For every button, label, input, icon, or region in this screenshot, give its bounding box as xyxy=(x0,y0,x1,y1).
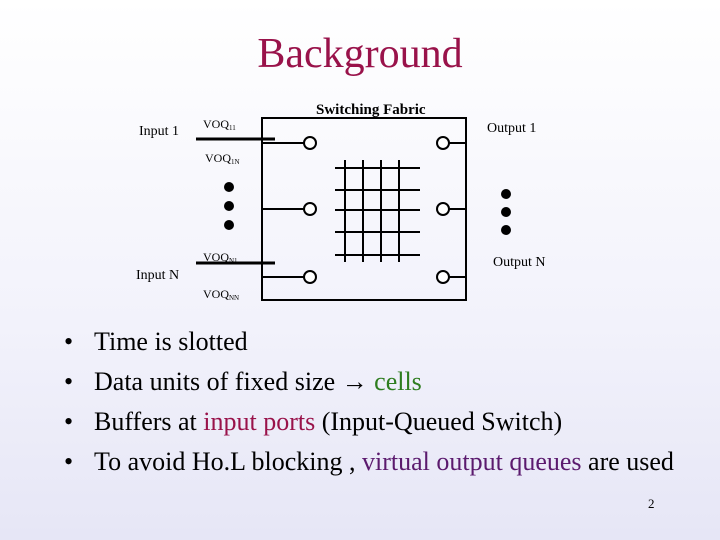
bullet-text: Buffers at xyxy=(94,407,204,436)
voq-11-label: VOQ11 xyxy=(203,117,236,132)
ellipsis-dot xyxy=(224,201,234,211)
bullet-item: • Data units of fixed size → cells xyxy=(64,362,684,402)
crossbar-grid xyxy=(335,160,420,262)
bullet-text: Time is slotted xyxy=(94,327,248,356)
ellipsis-dot xyxy=(224,220,234,230)
bullet-text: (Input-Queued Switch) xyxy=(315,407,563,436)
voq-n1-label: VOQN1 xyxy=(203,250,238,265)
ellipsis-dot xyxy=(501,207,511,217)
arrow-icon: → xyxy=(341,367,368,396)
switching-fabric-label: Switching Fabric xyxy=(316,102,426,118)
input-port-circle xyxy=(303,270,317,284)
bullet-text: are used xyxy=(581,447,674,476)
input-n-label: Input N xyxy=(136,268,180,283)
voq-1n-label: VOQ1N xyxy=(205,151,240,166)
bullet-item: • To avoid Ho.L blocking , virtual outpu… xyxy=(64,442,684,482)
ellipsis-dot xyxy=(501,225,511,235)
input-port-circle xyxy=(303,136,317,150)
highlight-voq: virtual output queues xyxy=(362,447,582,476)
output-1-label: Output 1 xyxy=(487,121,537,136)
highlight-cells: cells xyxy=(374,367,422,396)
switch-diagram-graphic xyxy=(196,117,511,301)
output-port-circle xyxy=(436,202,450,216)
bullet-marker: • xyxy=(64,407,74,436)
bullet-marker: • xyxy=(64,447,74,476)
ellipsis-dot xyxy=(501,189,511,199)
page-number: 2 xyxy=(648,496,655,511)
output-port-circle xyxy=(436,136,450,150)
output-port-circle xyxy=(436,270,450,284)
bullet-item: • Time is slotted xyxy=(64,322,684,362)
bullet-text: To avoid Ho.L blocking , xyxy=(94,447,363,476)
highlight-input-ports: input ports xyxy=(203,407,316,436)
voq-nn-label: VOQNN xyxy=(203,287,240,302)
bullet-marker: • xyxy=(64,327,74,356)
input-port-circle xyxy=(303,202,317,216)
bullet-text: Data units of fixed size xyxy=(94,367,342,396)
bullet-item: • Buffers at input ports (Input-Queued S… xyxy=(64,402,684,442)
bullet-marker: • xyxy=(64,367,74,396)
bullet-list: • Time is slotted • Data units of fixed … xyxy=(64,322,684,482)
input-1-label: Input 1 xyxy=(139,124,180,139)
switch-diagram: Switching Fabric Input 1 Input N Output … xyxy=(136,102,546,302)
ellipsis-dot xyxy=(224,182,234,192)
slide-title: Background xyxy=(257,31,463,77)
output-n-label: Output N xyxy=(493,255,546,270)
